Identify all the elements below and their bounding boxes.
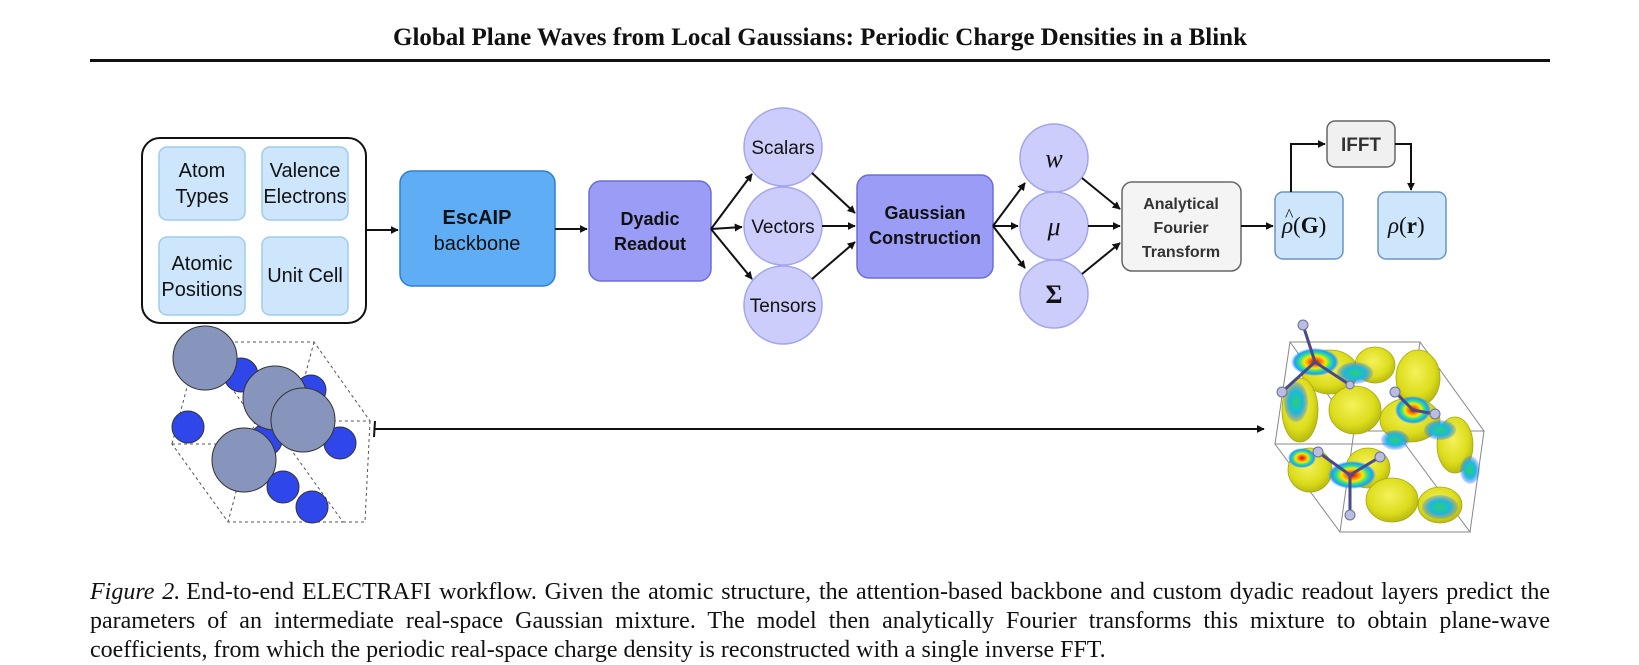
covariance-symbol: Σ xyxy=(1046,280,1063,309)
readout-line1: Dyadic xyxy=(620,209,679,229)
scalars-node: Scalars xyxy=(743,107,823,187)
arrow-rho-g-to-ifft xyxy=(1290,140,1326,192)
rho-g-box: ρ(G) ^ xyxy=(1274,191,1344,260)
rho-r-box: ρ(r) xyxy=(1377,191,1447,260)
gaussian-line1: Gaussian xyxy=(884,203,965,223)
running-header: Global Plane Waves from Local Gaussians:… xyxy=(393,24,1247,51)
arrow-w-to-fourier xyxy=(1081,177,1121,210)
unit-cell-cell: Unit Cell xyxy=(261,236,349,316)
covariance-node: Σ xyxy=(1019,259,1089,329)
rho-g-hat: ^ xyxy=(1285,205,1294,225)
fourier-line3: Transform xyxy=(1142,244,1220,261)
unit-cell-label: Unit Cell xyxy=(267,265,343,287)
atomic-positions-line2: Positions xyxy=(161,279,242,301)
rho-g-label: ρ(G) xyxy=(1281,213,1326,238)
readout-line2: Readout xyxy=(614,234,686,254)
atomic-positions-cell: Atomic Positions xyxy=(158,236,246,316)
crystal-structure-illustration xyxy=(171,325,371,524)
header-rule xyxy=(90,59,1550,62)
atom-types-line2: Types xyxy=(175,186,228,208)
mean-symbol: μ xyxy=(1046,212,1060,241)
tensors-node: Tensors xyxy=(743,265,823,345)
arrow-readout-to-tensors xyxy=(710,228,753,280)
scalars-label: Scalars xyxy=(751,138,814,159)
ifft-box: IFFT xyxy=(1326,120,1396,168)
arrow-readout-to-vectors xyxy=(710,223,743,232)
valence-electrons-line2: Electrons xyxy=(263,186,346,208)
small-atom xyxy=(295,490,329,524)
charge-density-illustration xyxy=(1274,319,1485,533)
small-atom xyxy=(171,410,205,444)
arrow-gaussian-to-sigma xyxy=(992,225,1026,269)
hydrogen-atoms xyxy=(1276,319,1441,521)
fourier-line1: Analytical xyxy=(1143,196,1219,213)
escaip-backbone-box: EscAIP backbone xyxy=(399,170,556,287)
figure-caption: Figure 2.End-to-end ELECTRAFI workflow. … xyxy=(90,578,1550,665)
tensors-label: Tensors xyxy=(750,296,817,317)
mean-node: μ xyxy=(1019,191,1089,261)
ifft-label: IFFT xyxy=(1341,135,1381,156)
arrow-gaussian-to-w xyxy=(992,182,1026,227)
workflow-figure: Atom Types Valence Electrons Atomic Posi… xyxy=(141,107,1485,533)
arrow-ifft-to-rho-r xyxy=(1395,143,1415,191)
fourier-line2: Fourier xyxy=(1153,220,1208,237)
rho-r-label: ρ(r) xyxy=(1387,213,1425,238)
large-atom xyxy=(211,427,277,493)
backbone-sub: backbone xyxy=(434,233,521,255)
arrow-readout-to-scalars xyxy=(710,173,753,230)
small-atom xyxy=(266,470,300,504)
arrow-sigma-to-fourier xyxy=(1081,242,1121,275)
weight-node: w xyxy=(1019,123,1089,193)
large-atom xyxy=(270,387,336,453)
caption-text: End-to-end ELECTRAFI workflow. Given the… xyxy=(90,579,1550,663)
atom-types-line1: Atom xyxy=(179,160,226,182)
weight-symbol: w xyxy=(1045,144,1063,173)
atomic-positions-line1: Atomic xyxy=(171,253,232,275)
bond-sticks xyxy=(1280,324,1436,515)
large-atom xyxy=(172,325,238,391)
long-arrow-tail xyxy=(373,420,376,438)
arrow-scalars-to-gaussian xyxy=(811,172,856,214)
atom-types-cell: Atom Types xyxy=(158,146,246,221)
caption-label: Figure 2. xyxy=(90,579,181,605)
arrow-tensors-to-gaussian xyxy=(811,241,856,280)
flow-arrows xyxy=(366,140,1415,438)
valence-electrons-cell: Valence Electrons xyxy=(261,146,349,221)
valence-electrons-line1: Valence xyxy=(270,160,341,182)
gaussian-line2: Construction xyxy=(869,228,981,248)
vectors-node: Vectors xyxy=(743,186,823,266)
fourier-transform-box: Analytical Fourier Transform xyxy=(1121,181,1242,272)
vectors-label: Vectors xyxy=(751,217,814,238)
dyadic-readout-box: Dyadic Readout xyxy=(588,180,712,282)
backbone-name: EscAIP xyxy=(443,207,512,229)
gaussian-construction-box: Gaussian Construction xyxy=(856,174,994,279)
unit-cell-wireframe xyxy=(171,341,371,523)
